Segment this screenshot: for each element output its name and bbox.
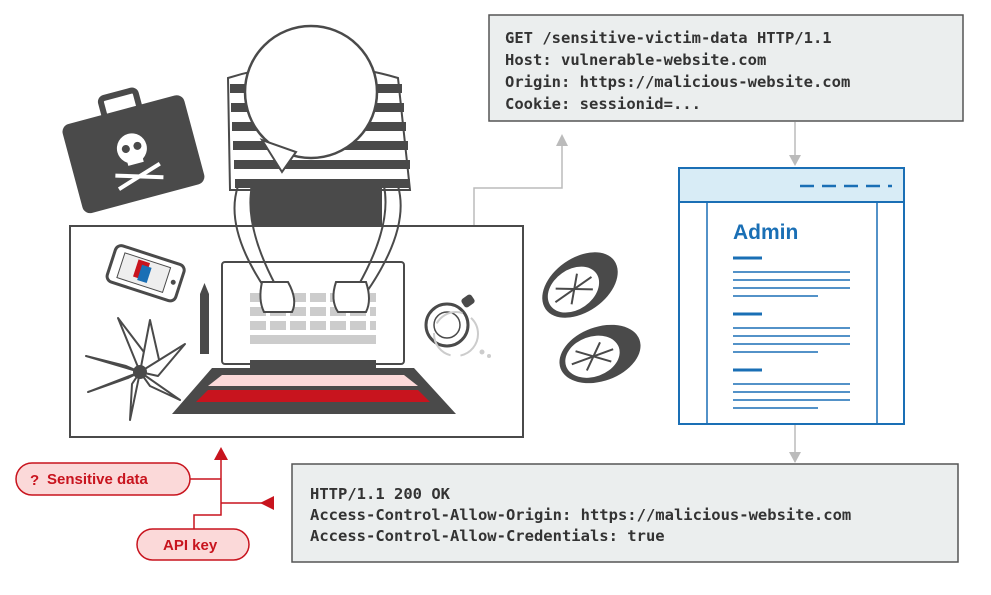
hacker-figure (226, 24, 412, 313)
admin-arrowhead (789, 155, 801, 166)
response-line-3: Access-Control-Allow-Credentials: true (310, 527, 665, 545)
sensitive-data-label: Sensitive data (47, 471, 149, 488)
question-mark-icon: ? (30, 472, 39, 489)
api-key-tag: API key (136, 528, 250, 561)
response-line-1: HTTP/1.1 200 OK (310, 485, 451, 503)
sensitive-data-tag: ? Sensitive data (15, 462, 191, 496)
head (243, 24, 379, 160)
request-line-2: Host: vulnerable-website.com (505, 51, 766, 69)
http-response-box: HTTP/1.1 200 OK Access-Control-Allow-Ori… (291, 463, 959, 563)
admin-title: Admin (733, 221, 798, 244)
coffee-mug-icon (424, 294, 491, 358)
exfil-arrow-left (260, 496, 274, 510)
request-line-3: Origin: https://malicious-website.com (505, 73, 850, 91)
admin-page-window: Admin (678, 167, 905, 425)
exfil-arrow-up (214, 447, 228, 460)
exfiltration-lines (189, 450, 265, 530)
pen-icon (200, 283, 209, 354)
left-hand (259, 281, 296, 313)
api-key-label: API key (163, 537, 218, 554)
admin-content-lines (733, 256, 850, 409)
sneakers-icon (542, 252, 641, 384)
phone-icon (105, 244, 186, 303)
right-hand (332, 281, 370, 313)
response-arrowhead (789, 452, 801, 463)
response-line-2: Access-Control-Allow-Origin: https://mal… (310, 506, 851, 524)
request-line-1: GET /sensitive-victim-data HTTP/1.1 (505, 29, 832, 47)
plant-icon (85, 317, 186, 421)
briefcase-skull-icon (62, 87, 205, 214)
request-arrowhead (556, 134, 568, 146)
request-line-4: Cookie: sessionid=... (505, 95, 701, 113)
http-request-box: GET /sensitive-victim-data HTTP/1.1 Host… (488, 14, 964, 122)
